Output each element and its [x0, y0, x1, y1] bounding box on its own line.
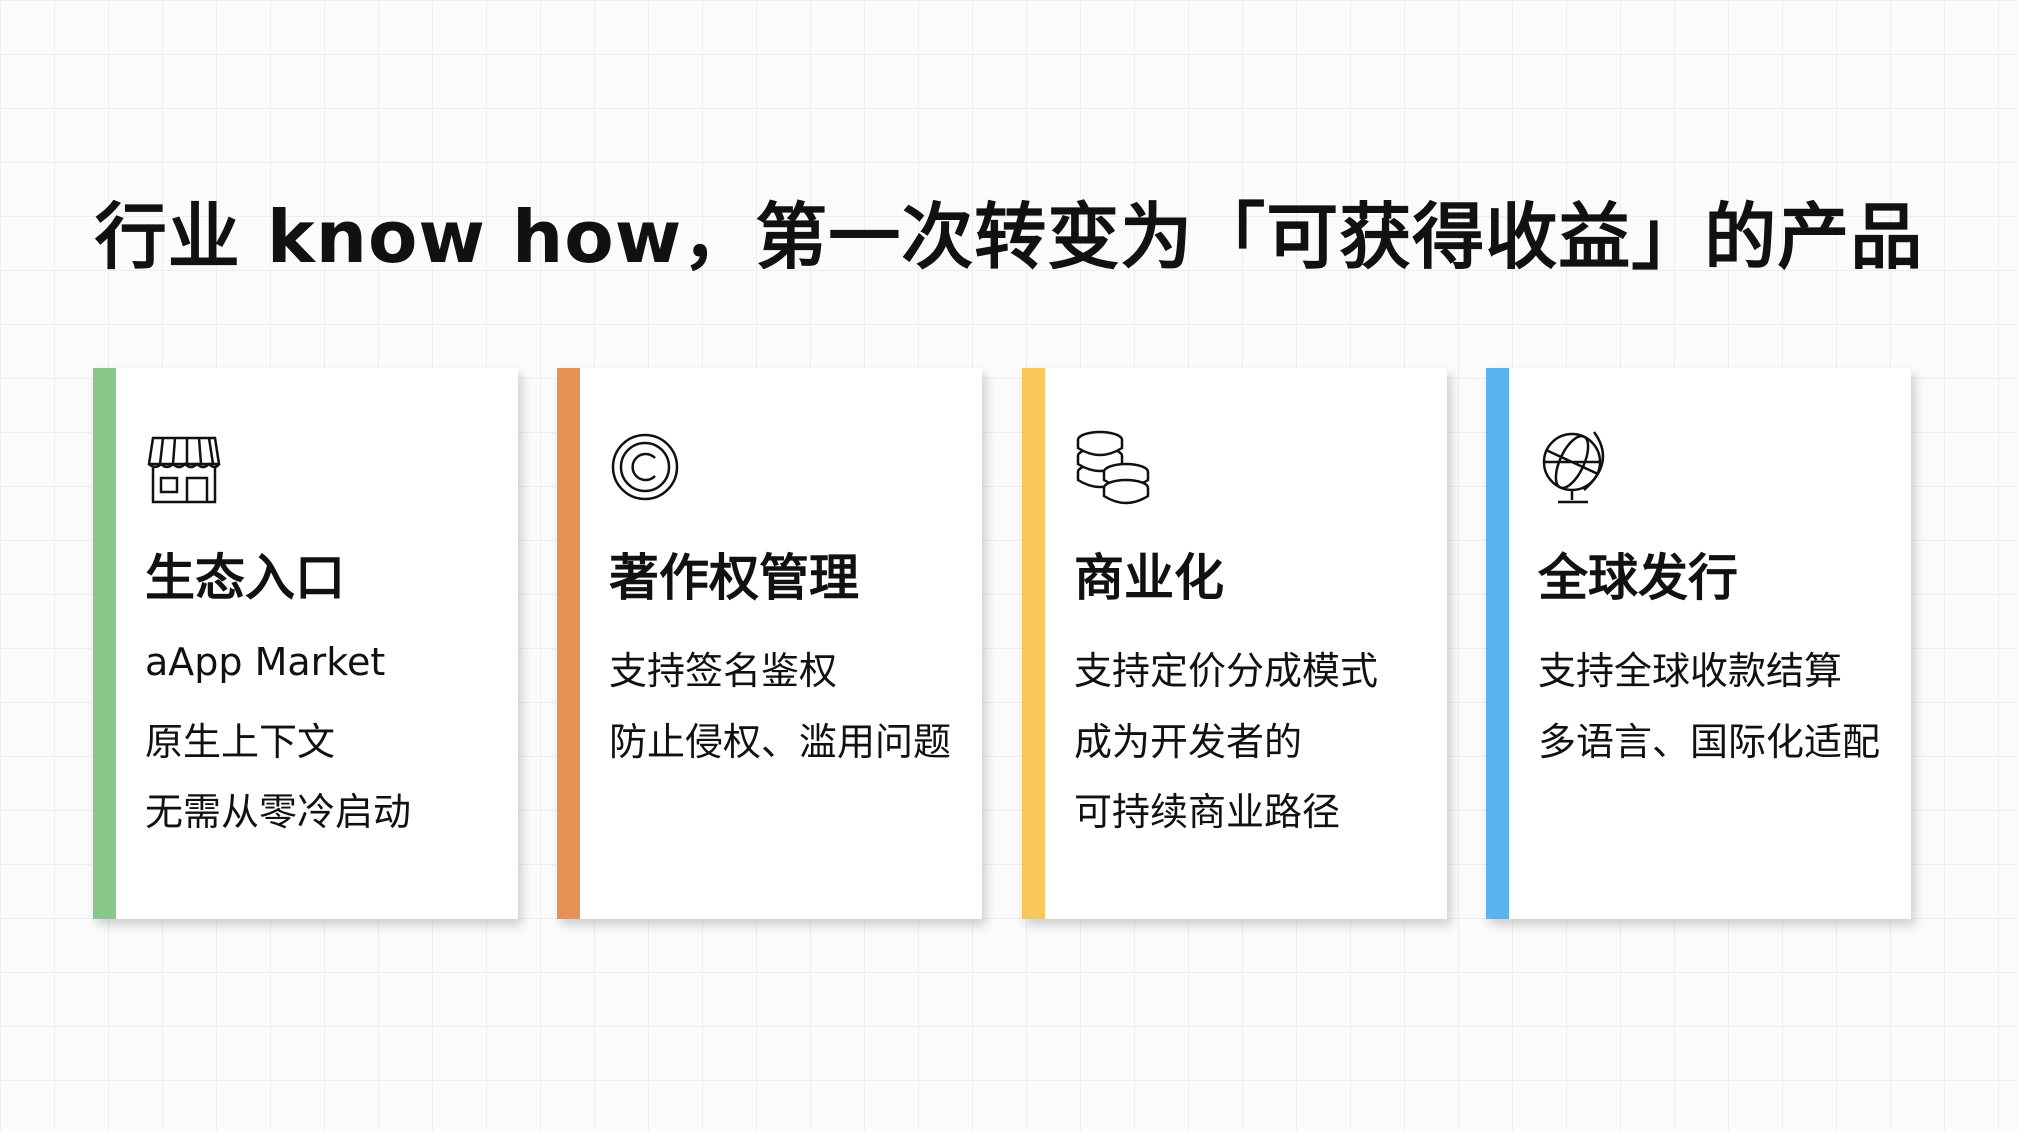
accent-stripe [93, 368, 116, 919]
card-heading: 著作权管理 [609, 549, 859, 607]
card-line: aApp Market [145, 640, 386, 684]
card-global-distribution: 全球发行 支持全球收款结算 多语言、国际化适配 [1486, 368, 1911, 919]
card-line: 支持签名鉴权 [609, 649, 838, 693]
card-line: 无需从零冷启动 [145, 790, 412, 834]
card-heading: 商业化 [1074, 549, 1224, 607]
accent-stripe [1486, 368, 1509, 919]
card-copyright-management: 著作权管理 支持签名鉴权 防止侵权、滥用问题 [557, 368, 982, 919]
card-line: 成为开发者的 [1074, 720, 1303, 764]
copyright-icon [611, 433, 679, 501]
card-commercialization: 商业化 支持定价分成模式 成为开发者的 可持续商业路径 [1022, 368, 1447, 919]
card-heading: 全球发行 [1538, 549, 1738, 607]
card-line: 支持定价分成模式 [1074, 649, 1379, 693]
card-heading: 生态入口 [145, 549, 345, 607]
card-line: 原生上下文 [145, 720, 336, 764]
coins-icon [1076, 430, 1150, 505]
card-line: 多语言、国际化适配 [1538, 720, 1881, 764]
accent-stripe [557, 368, 580, 919]
storefront-icon [147, 436, 221, 504]
card-line: 支持全球收款结算 [1538, 649, 1843, 693]
slide-title: 行业 know how，第一次转变为「可获得收益」的产品 [94, 195, 1924, 279]
globe-icon [1542, 431, 1605, 504]
card-line: 防止侵权、滥用问题 [609, 720, 952, 764]
card-line: 可持续商业路径 [1074, 790, 1341, 834]
card-ecosystem-entry: 生态入口 aApp Market 原生上下文 无需从零冷启动 [93, 368, 518, 919]
accent-stripe [1022, 368, 1045, 919]
